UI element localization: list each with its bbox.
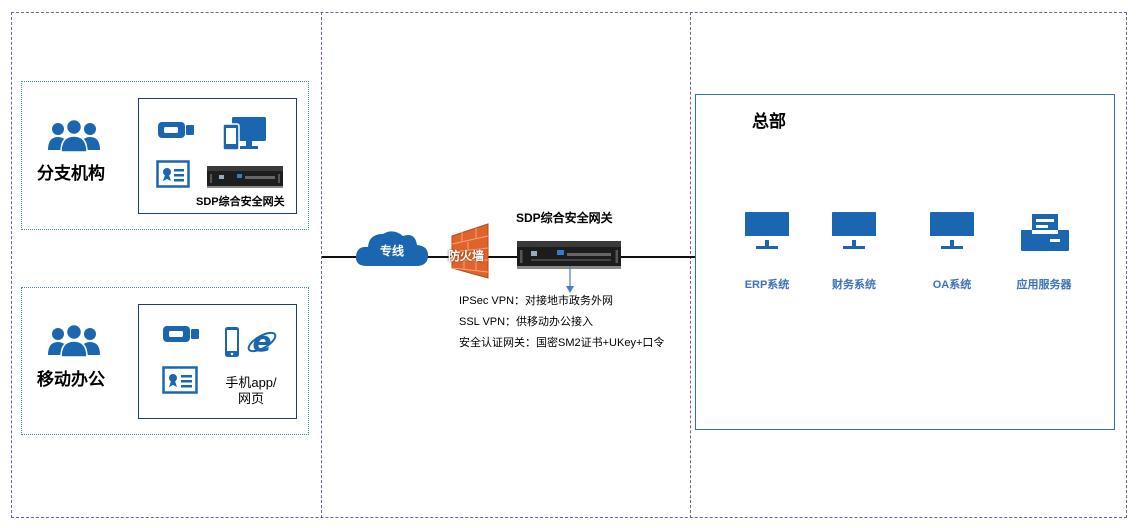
firewall-label: 防火墙 [448,249,485,263]
branch-gateway-device [207,166,283,188]
gateway-arrow [564,266,576,294]
mobile-app-label: 手机app/ 网页 [216,375,286,407]
system-label-app-server: 应用服务器 [1016,279,1072,291]
app-server-icon [1020,213,1070,253]
gateway-note-auth: 安全认证网关：国密SM2证书+UKey+口令 [459,337,665,349]
branch-gateway-label: SDP综合安全网关 [196,196,285,208]
system-label-oa: OA系统 [932,279,972,291]
outer-zone [11,12,1127,518]
svg-text:e: e [253,326,272,358]
mobile-people-icon [48,323,100,357]
mobile-group [21,287,309,435]
erp-monitor-icon [744,211,790,251]
ukey-icon [162,324,200,344]
mobile-app-label-line2: 网页 [237,391,264,406]
browser-ie-icon: e [246,326,278,358]
mobile-device-box [138,304,297,419]
firewall-icon [450,222,490,282]
finance-monitor-icon [831,211,877,251]
branch-device-box [138,98,297,214]
certificate-icon [162,366,198,394]
hq-title: 总部 [752,112,786,131]
gateway-device [517,241,621,269]
connection-line [322,256,695,258]
computer-devices-icon [222,116,268,152]
certificate-icon [156,160,190,188]
mobile-title: 移动办公 [37,370,105,389]
cloud-label: 专线 [379,244,404,258]
gateway-title: SDP综合安全网关 [516,211,613,225]
zone-divider-right [690,12,691,518]
zone-divider-left [321,12,322,518]
mobile-app-label-line1: 手机app/ [225,375,277,390]
gateway-note-ssl: SSL VPN：供移动办公接入 [459,316,594,328]
branch-title: 分支机构 [37,164,105,183]
cloud-icon [353,226,431,270]
system-label-erp: ERP系统 [744,279,790,291]
mobile-phone-icon [224,326,240,358]
hq-box [695,94,1115,430]
oa-monitor-icon [929,211,975,251]
ukey-icon [157,120,195,140]
gateway-note-ipsec: IPSec VPN：对接地市政务外网 [459,295,614,307]
branch-group [21,81,309,230]
system-label-finance: 财务系统 [832,279,876,291]
branch-people-icon [48,118,100,152]
